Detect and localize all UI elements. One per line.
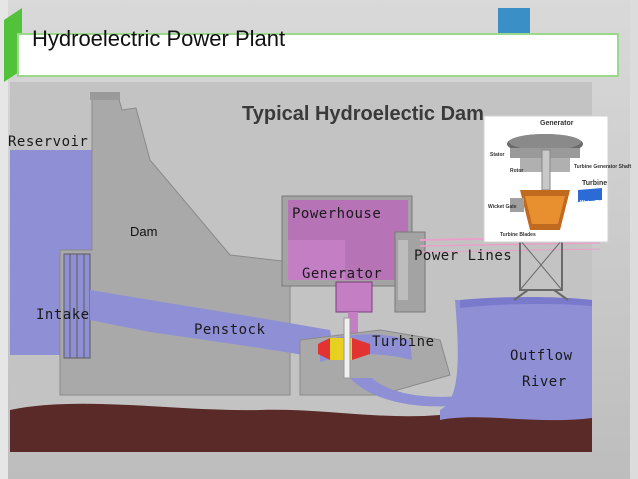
label-power-lines: Power Lines [414, 248, 513, 264]
label-reservoir: Reservoir [8, 134, 89, 150]
turbine-rotor [318, 317, 370, 379]
penstock [90, 290, 335, 360]
inset-label-stator: Stator [490, 152, 505, 158]
inset-label-turbine-blades: Turbine Blades [500, 232, 536, 238]
diagram-heading: Typical Hydroelectic Dam [242, 103, 484, 125]
label-turbine: Turbine [372, 334, 435, 350]
inset-label-water-flow: Water Flow [580, 200, 607, 206]
label-dam: Dam [130, 224, 158, 239]
generator [335, 281, 373, 313]
inset-label-wicket-gate: Wicket Gate [488, 204, 517, 210]
turbine-inset [483, 115, 609, 243]
inset-label-rotor: Rotor [510, 168, 524, 174]
title-bar [17, 33, 619, 77]
outflow-river [440, 300, 592, 452]
intake-grate [63, 253, 91, 359]
inset-label-shaft: Turbine Generator Shaft [574, 164, 632, 170]
label-generator: Generator [302, 266, 383, 282]
inset-label-generator: Generator [540, 120, 574, 127]
label-powerhouse: Powerhouse [292, 206, 382, 222]
label-intake: Intake [36, 307, 90, 323]
ground [10, 403, 440, 452]
label-outflow: Outflow [510, 348, 573, 364]
powerhouse [281, 195, 426, 313]
label-penstock: Penstock [194, 322, 266, 338]
inset-label-turbine: Turbine [582, 180, 608, 187]
slide-title: Hydroelectric Power Plant [32, 26, 286, 51]
label-river: River [522, 374, 567, 390]
